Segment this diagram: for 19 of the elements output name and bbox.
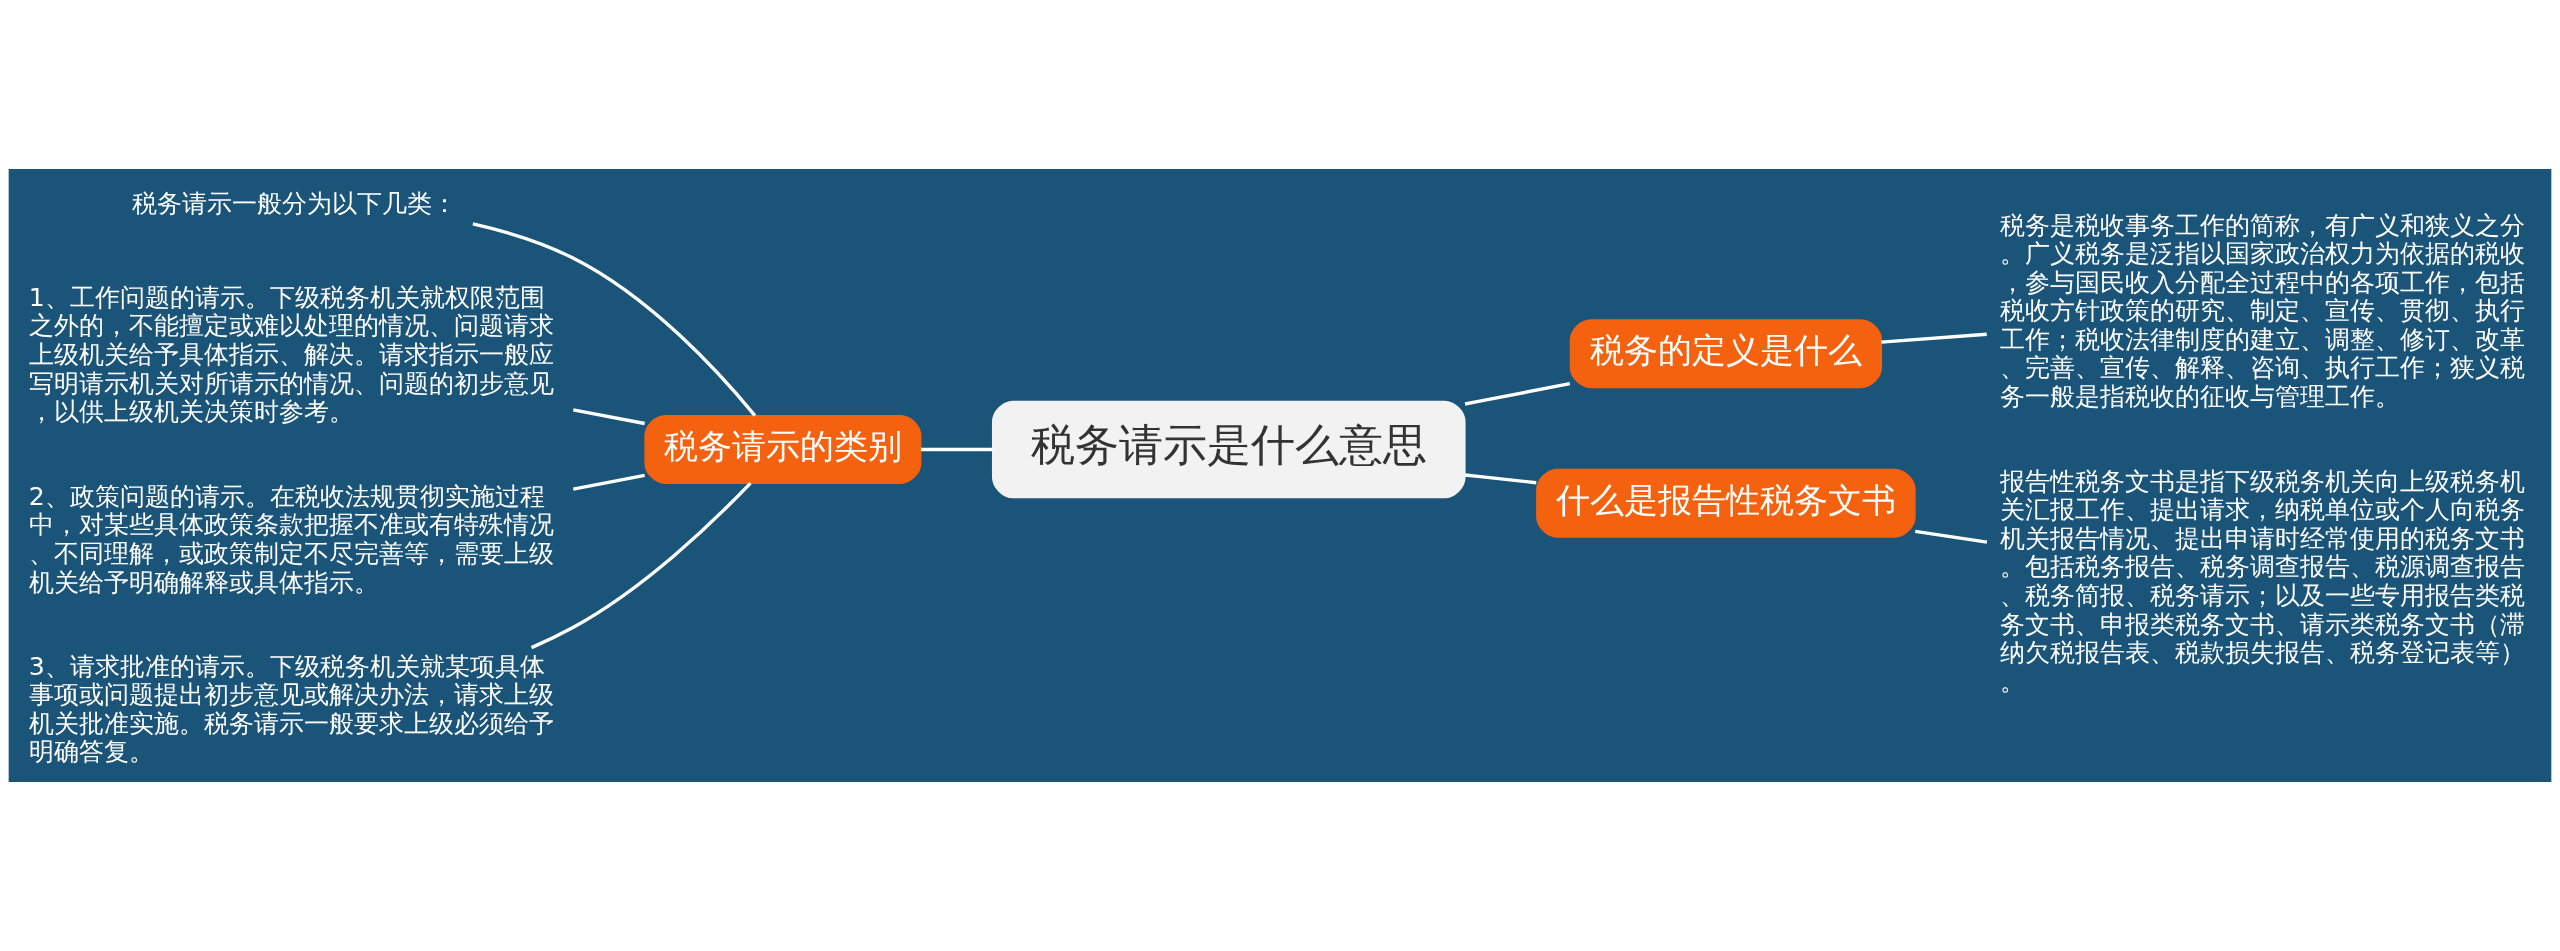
connector — [572, 473, 645, 491]
node-box: 税务的定义是什么 — [1569, 319, 1883, 389]
connector — [530, 481, 752, 650]
connector — [1464, 473, 1537, 485]
connector — [572, 408, 645, 426]
node-text: 2、政策问题的请示。在税收法规贯彻实施过程中，对某些具体政策条款把握不准或有特殊情况、不同理解，或政策制定不尽完善等，需要上级机关给予明确解释或具体指示。 — [28, 481, 554, 597]
node-text: 报告性税务文书是指下级税务机关向上级税务机关汇报工作、提出请求，纳税单位或个人向税务机关报告情况、提出申请时经常使用的税务文书。包括税务报告、税务调查报告、税源调查报告、税务简报、税务请示；以及一些专用报告类税务文书、申报类税务文书、请示类税务文书（滞纳欠税报告表、税款损失报告、税务登记表等）。 — [2000, 466, 2526, 696]
node-text: 3、请求批准的请示。下级税务机关就某项具体事项或问题提出初步意见或解决办法，请求上级机关批准实施。税务请示一般要求上级必须给予明确答复。 — [28, 651, 554, 767]
node-text: 1、工作问题的请示。下级税务机关就权限范围之外的，不能擅定或难以处理的情况、问题请求上级机关给予具体指示、解决。请求指示一般应写明请示机关对所请示的情况、问题的初步意见，以供上级机关决策时参考。 — [28, 282, 554, 427]
node-box: 税务请示是什么意思 — [991, 400, 1466, 499]
node-box: 什么是报告性税务文书 — [1536, 468, 1916, 538]
connector — [920, 447, 993, 452]
node-text: 税务请示一般分为以下几类： — [131, 188, 457, 218]
connector — [472, 222, 757, 417]
connector — [1881, 332, 1987, 344]
node-box: 税务请示的类别 — [644, 415, 922, 484]
connector — [1464, 382, 1571, 406]
node-text: 税务是税收事务工作的简称，有广义和狭义之分。广义税务是泛指以国家政治权力为依据的税收，参与国民收入分配全过程中的各项工作，包括税收方针政策的研究、制定、宣传、贯彻、执行工作；税收法律制度的建立、调整、修订、改革、完善、宣传、解释、咨询、执行工作；狭义税务一般是指税收的征收与管理工作。 — [2000, 210, 2526, 411]
connector — [1915, 529, 1988, 544]
